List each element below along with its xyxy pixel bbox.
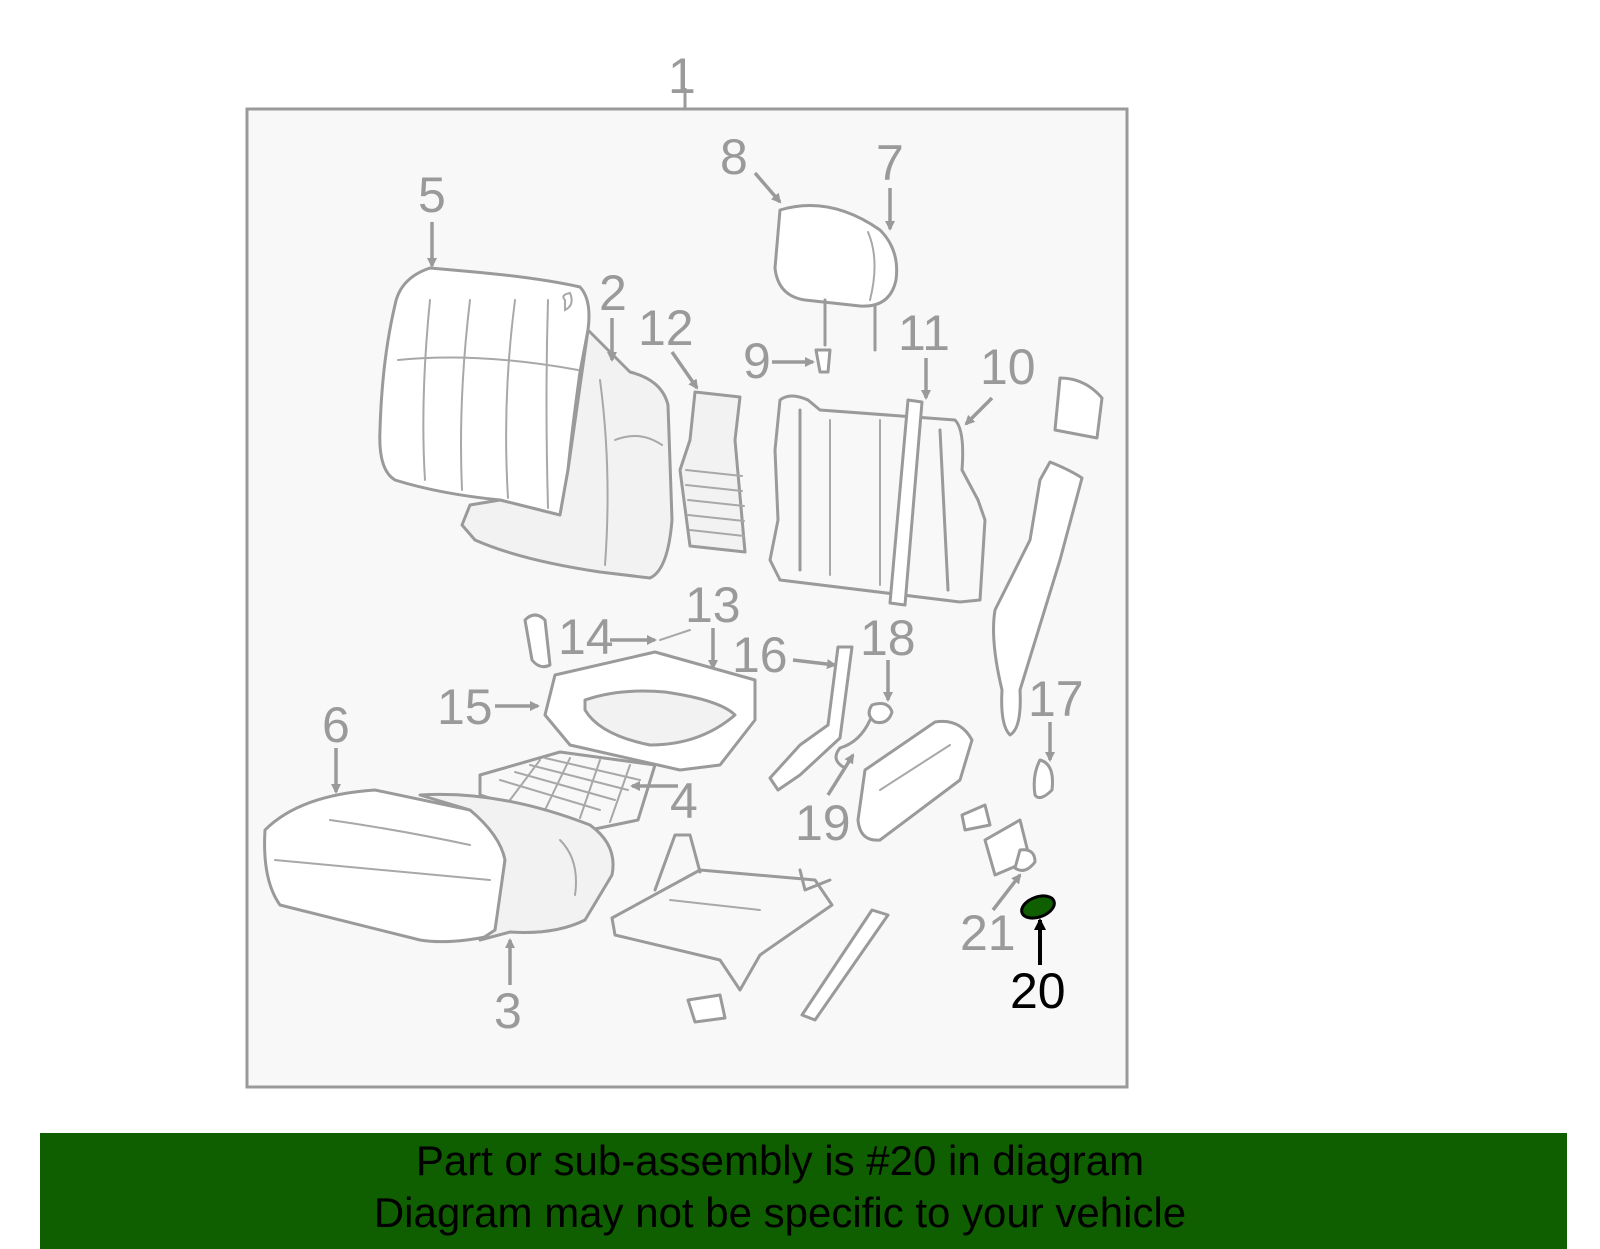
callout-2: 2 (599, 265, 627, 321)
callout-17: 17 (1028, 671, 1084, 727)
part-21-switch-assembly (960, 803, 1037, 877)
callout-16: 16 (732, 627, 788, 683)
callout-11: 11 (898, 305, 950, 361)
callout-3: 3 (494, 983, 522, 1039)
callout-7: 7 (876, 135, 904, 191)
part-11-seatback-rod (888, 398, 924, 607)
part-8-headrest (773, 204, 899, 352)
callout-21: 21 (960, 905, 1016, 961)
callout-1: 1 (668, 48, 696, 104)
callout-4: 4 (670, 773, 698, 829)
info-banner-text: Part or sub-assembly is #20 in diagram D… (40, 1133, 1520, 1239)
part-9-headrest-guide (814, 348, 832, 374)
callout-19: 19 (795, 795, 851, 851)
part-6-cushion-cover (263, 788, 507, 944)
banner-line-2: Diagram may not be specific to your vehi… (373, 1189, 1187, 1236)
part-side-shield (856, 719, 974, 842)
callout-6: 6 (322, 697, 350, 753)
callout-15: 15 (437, 679, 493, 735)
part-15-cushion-frame (523, 613, 757, 772)
info-banner: Part or sub-assembly is #20 in diagram D… (40, 1133, 1567, 1249)
leader-16 (792, 658, 837, 670)
callout-9: 9 (743, 333, 771, 389)
callout-20: 20 (1010, 963, 1066, 1019)
part-3-cushion-pad (418, 792, 615, 942)
part-18-knob (867, 702, 894, 724)
part-5-seatback-cover (378, 266, 591, 519)
callout-5: 5 (418, 167, 446, 223)
callout-10: 10 (980, 339, 1036, 395)
callout-12: 12 (638, 300, 694, 356)
leader-12 (670, 351, 699, 390)
part-17-side-panel (992, 376, 1104, 800)
part-16-recliner-arm (768, 645, 854, 792)
callout-14: 14 (558, 609, 614, 665)
part-seat-adjuster (610, 833, 834, 992)
leader-10 (964, 396, 994, 426)
part-2-seatback-pad (460, 328, 674, 580)
part-12-lumbar-support (678, 390, 747, 554)
part-19-cable (834, 718, 872, 770)
part-10-seatback-frame (768, 394, 987, 604)
leader-19 (826, 753, 855, 796)
leader-8 (753, 171, 782, 204)
part-seat-track (686, 908, 890, 1024)
callout-13: 13 (685, 577, 741, 633)
callout-18: 18 (860, 610, 916, 666)
banner-line-1: Part or sub-assembly is #20 in diagram (415, 1137, 1145, 1184)
part-20-knob-highlighted (1020, 894, 1056, 920)
leader-21 (991, 873, 1022, 912)
part-4-seat-spring (478, 750, 657, 832)
callout-8: 8 (720, 129, 748, 185)
